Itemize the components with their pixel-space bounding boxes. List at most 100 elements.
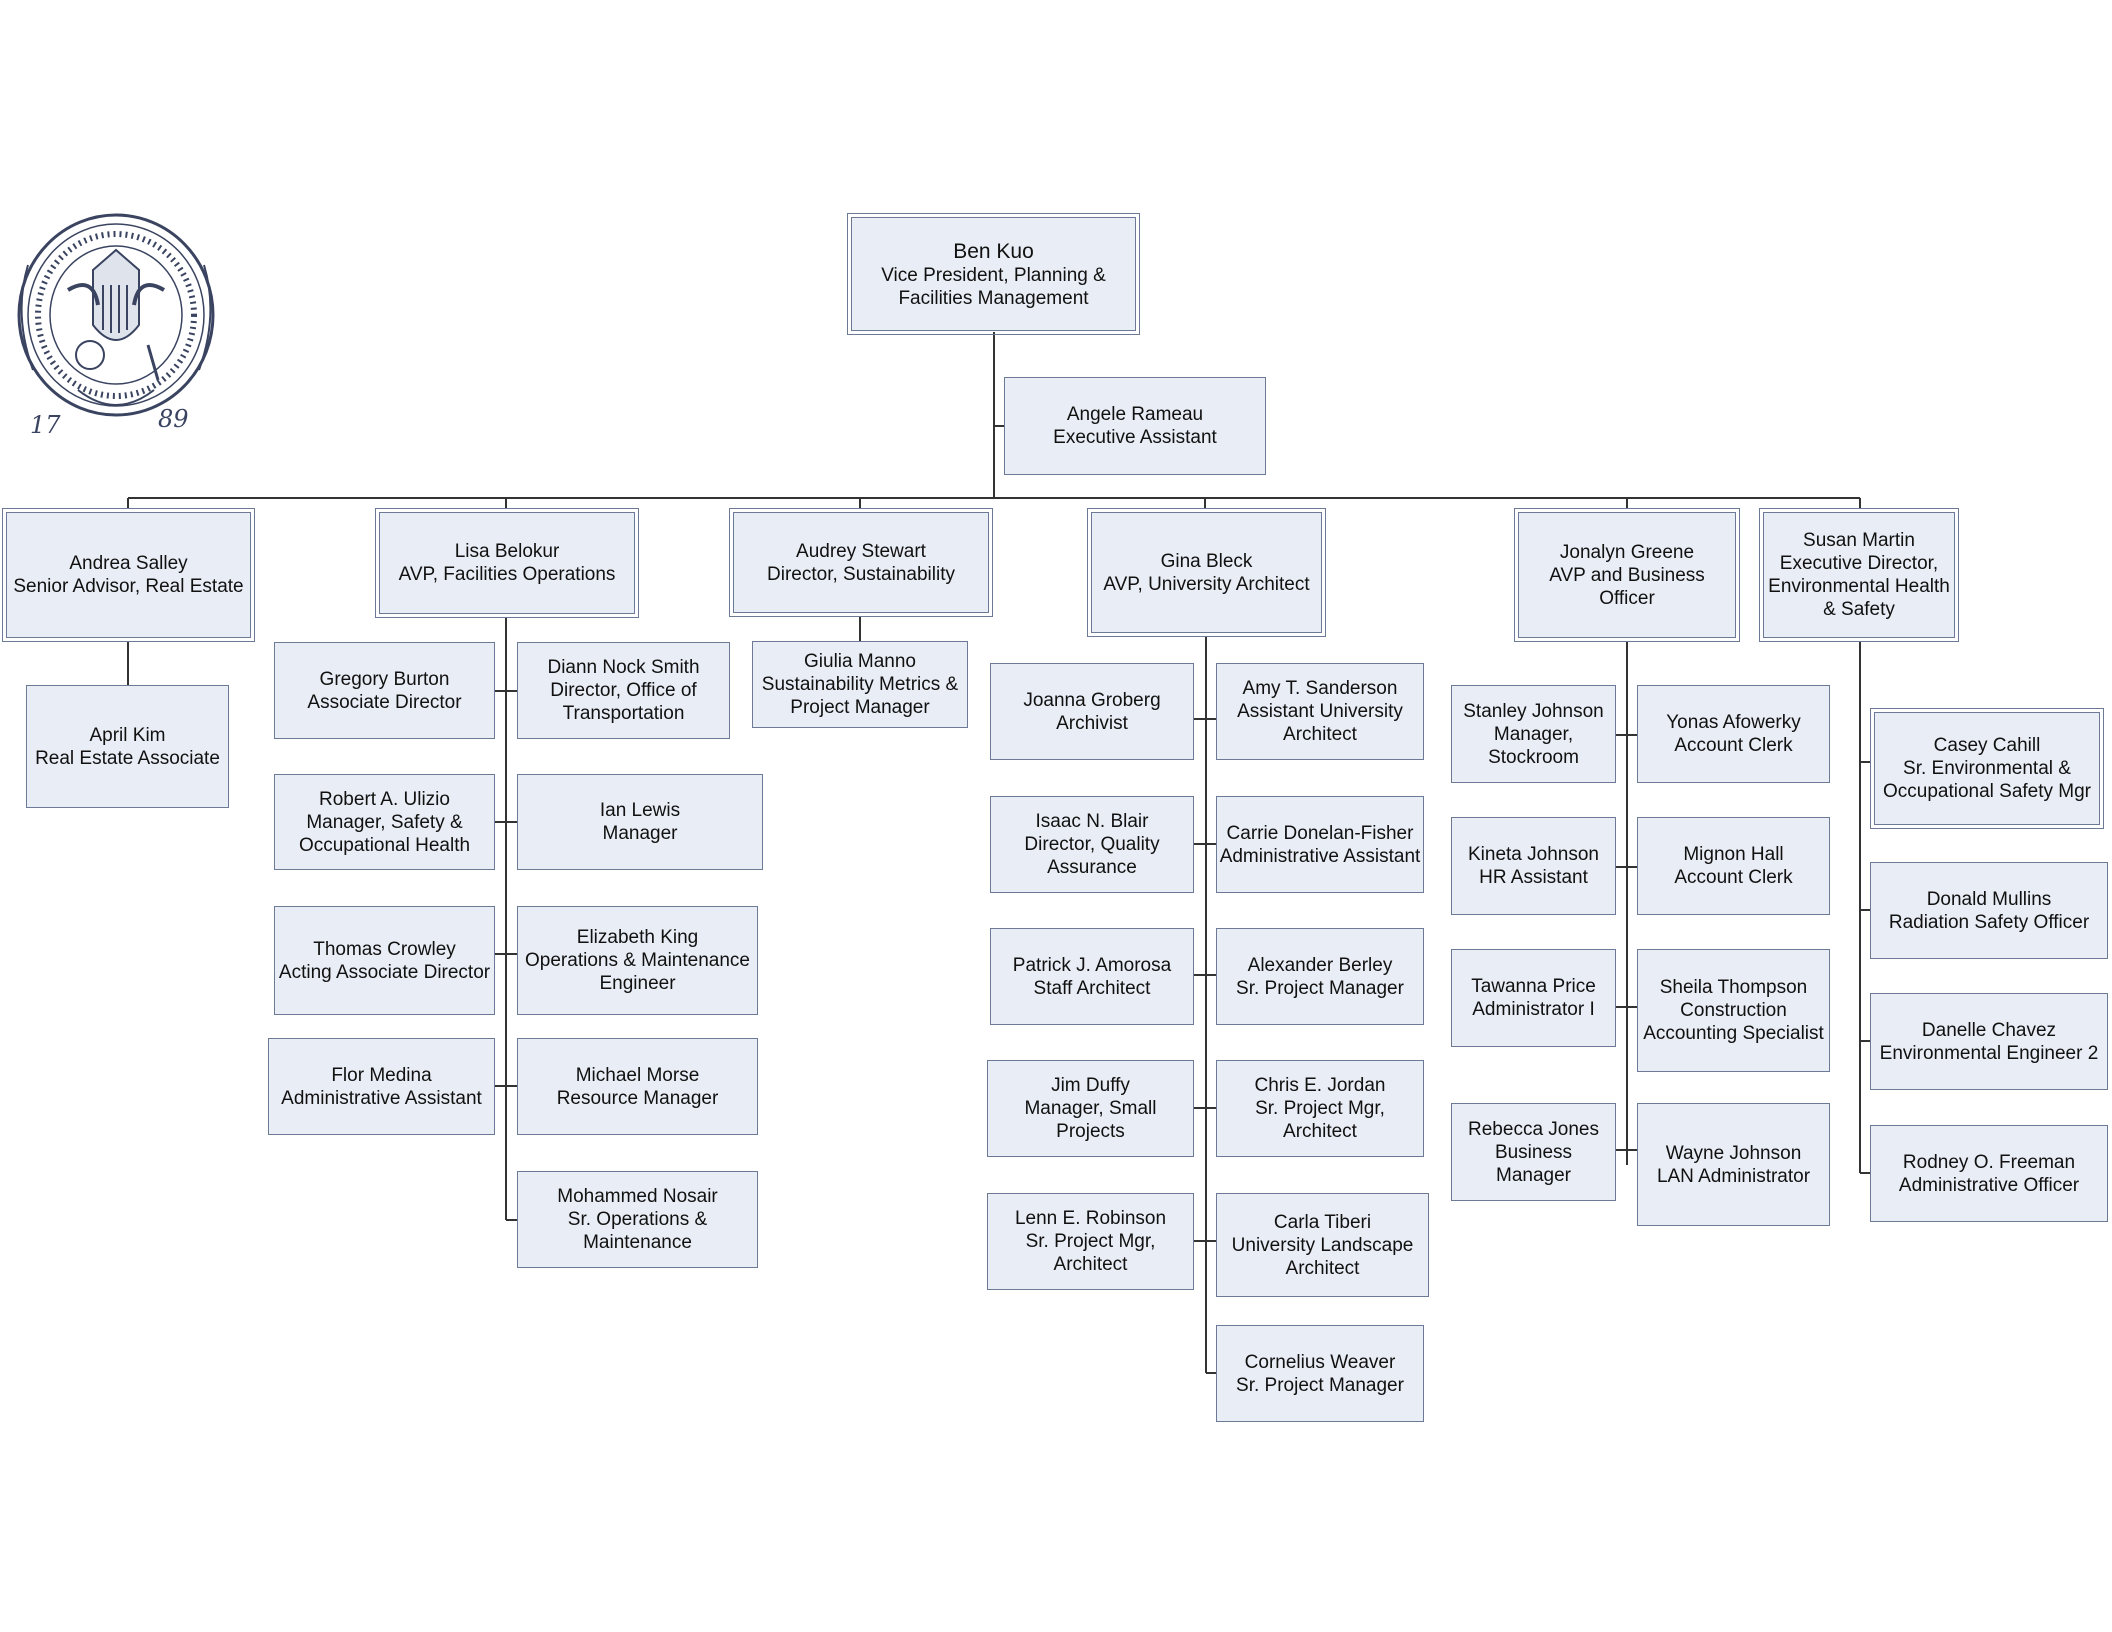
node-title: Projects: [1056, 1121, 1125, 1142]
node-rodney-freeman: Rodney O. Freeman Administrative Officer: [1870, 1125, 2108, 1222]
node-title: Officer: [1599, 587, 1655, 609]
node-name: Ben Kuo: [953, 239, 1034, 263]
node-name: Michael Morse: [575, 1064, 700, 1086]
node-casey-cahill: Casey Cahill Sr. Environmental & Occupat…: [1870, 708, 2104, 829]
node-name: Jim Duffy: [1051, 1075, 1130, 1096]
node-title: Architect: [1053, 1254, 1128, 1275]
node-elizabeth-king: Elizabeth King Operations & Maintenance …: [517, 906, 758, 1015]
node-title: Sr. Operations &: [567, 1209, 708, 1230]
node-title: Manager, Small: [1024, 1098, 1157, 1119]
university-seal-logo: 17 89: [8, 205, 223, 440]
seal-year-right: 89: [158, 405, 189, 433]
node-sheila-thompson: Sheila Thompson Construction Accounting …: [1637, 949, 1830, 1072]
node-title: Accounting Specialist: [1643, 1023, 1824, 1044]
node-title: Manager: [602, 823, 678, 844]
node-stanley-johnson: Stanley Johnson Manager, Stockroom: [1451, 685, 1616, 783]
node-title: & Safety: [1823, 599, 1895, 620]
node-title: Sr. Project Mgr,: [1255, 1098, 1385, 1119]
node-title: Director, Sustainability: [767, 563, 955, 585]
node-title: Project Manager: [790, 697, 930, 718]
node-rebecca-jones: Rebecca Jones Business Manager: [1451, 1103, 1616, 1201]
node-title: LAN Administrator: [1656, 1165, 1811, 1187]
node-name: Rodney O. Freeman: [1902, 1151, 2076, 1173]
node-title: Facilities Management: [898, 287, 1089, 309]
node-name: Gregory Burton: [319, 668, 450, 690]
node-robert-ulizio: Robert A. Ulizio Manager, Safety & Occup…: [274, 774, 495, 870]
node-name: Gina Bleck: [1160, 550, 1253, 572]
node-title: Architect: [1283, 724, 1357, 745]
node-name: Lisa Belokur: [454, 541, 560, 562]
node-title: Acting Associate Director: [278, 961, 491, 983]
node-name: Wayne Johnson: [1665, 1142, 1802, 1164]
node-april-kim: April Kim Real Estate Associate: [26, 685, 229, 808]
node-title: Occupational Health: [298, 834, 471, 856]
node-name: Sheila Thompson: [1659, 977, 1808, 998]
node-ian-lewis: Ian Lewis Manager: [517, 774, 763, 870]
node-name: Thomas Crowley: [313, 938, 456, 960]
node-thomas-crowley: Thomas Crowley Acting Associate Director: [274, 906, 495, 1015]
node-jim-duffy: Jim Duffy Manager, Small Projects: [987, 1060, 1194, 1157]
node-title: Administrative Officer: [1898, 1174, 2080, 1196]
node-title: Director, Office of: [550, 680, 697, 701]
node-name: Donald Mullins: [1926, 888, 2052, 910]
node-title: Resource Manager: [556, 1087, 719, 1109]
node-wayne-johnson: Wayne Johnson LAN Administrator: [1637, 1103, 1830, 1226]
node-name: Alexander Berley: [1247, 954, 1393, 976]
node-title: Assistant University: [1237, 701, 1403, 722]
node-title: Architect: [1285, 1257, 1360, 1279]
node-name: Casey Cahill: [1933, 735, 2041, 756]
node-name: Stanley Johnson: [1463, 700, 1604, 722]
node-title: Account Clerk: [1674, 867, 1793, 888]
node-title: Sr. Project Mgr,: [1025, 1231, 1156, 1252]
node-giulia-manno: Giulia Manno Sustainability Metrics & Pr…: [752, 641, 968, 728]
node-name: Cornelius Weaver: [1244, 1351, 1396, 1373]
node-yonas-afowerky: Yonas Afowerky Account Clerk: [1637, 685, 1830, 783]
node-title: Architect: [1283, 1121, 1357, 1142]
node-title: Associate Director: [307, 691, 462, 713]
node-flor-medina: Flor Medina Administrative Assistant: [268, 1038, 495, 1135]
node-name: Diann Nock Smith: [547, 657, 700, 678]
node-title: Transportation: [562, 703, 685, 724]
node-carla-tiberi: Carla Tiberi University Landscape Archit…: [1216, 1193, 1429, 1297]
node-title: Environmental Health: [1768, 576, 1950, 597]
node-gregory-burton: Gregory Burton Associate Director: [274, 642, 495, 739]
node-alexander-berley: Alexander Berley Sr. Project Manager: [1216, 928, 1424, 1025]
node-kineta-johnson: Kineta Johnson HR Assistant: [1451, 817, 1616, 915]
node-name: April Kim: [89, 724, 166, 746]
node-jonalyn-greene: Jonalyn Greene AVP and Business Officer: [1514, 508, 1740, 642]
node-title: AVP and Business: [1549, 564, 1705, 586]
node-name: Robert A. Ulizio: [319, 788, 450, 810]
node-amy-sanderson: Amy T. Sanderson Assistant University Ar…: [1216, 663, 1424, 760]
node-title: Maintenance: [583, 1232, 692, 1253]
node-mohammed-nosair: Mohammed Nosair Sr. Operations & Mainten…: [517, 1171, 758, 1268]
node-chris-jordan: Chris E. Jordan Sr. Project Mgr, Archite…: [1216, 1060, 1424, 1157]
node-title: Operations & Maintenance: [525, 950, 750, 971]
node-title: Real Estate Associate: [35, 747, 220, 769]
node-title: Account Clerk: [1674, 735, 1793, 756]
node-name: Andrea Salley: [69, 553, 188, 574]
node-name: Chris E. Jordan: [1254, 1075, 1386, 1096]
node-diann-nock-smith: Diann Nock Smith Director, Office of Tra…: [517, 642, 730, 739]
node-tawanna-price: Tawanna Price Administrator I: [1451, 949, 1616, 1047]
node-title: Occupational Safety Mgr: [1882, 781, 2092, 802]
node-name: Yonas Afowerky: [1666, 712, 1801, 733]
node-title: Executive Assistant: [1053, 427, 1217, 448]
node-name: Elizabeth King: [576, 927, 699, 948]
node-title: Manager: [1496, 1164, 1571, 1186]
node-lenn-robinson: Lenn E. Robinson Sr. Project Mgr, Archit…: [987, 1193, 1194, 1290]
node-title: HR Assistant: [1479, 867, 1588, 888]
node-name: Jonalyn Greene: [1559, 541, 1695, 563]
node-patrick-amorosa: Patrick J. Amorosa Staff Architect: [990, 928, 1194, 1025]
node-title: AVP, Facilities Operations: [398, 564, 616, 585]
node-cornelius-weaver: Cornelius Weaver Sr. Project Manager: [1216, 1325, 1424, 1422]
node-title: Environmental Engineer 2: [1879, 1042, 2099, 1064]
node-title: Senior Advisor, Real Estate: [13, 576, 244, 597]
node-name: Giulia Manno: [804, 651, 916, 672]
seal-year-left: 17: [30, 411, 61, 439]
node-title: Assurance: [1047, 857, 1137, 878]
node-name: Tawanna Price: [1471, 976, 1596, 997]
node-title: Construction: [1680, 1000, 1787, 1021]
node-angele-rameau: Angele Rameau Executive Assistant: [1004, 377, 1266, 475]
